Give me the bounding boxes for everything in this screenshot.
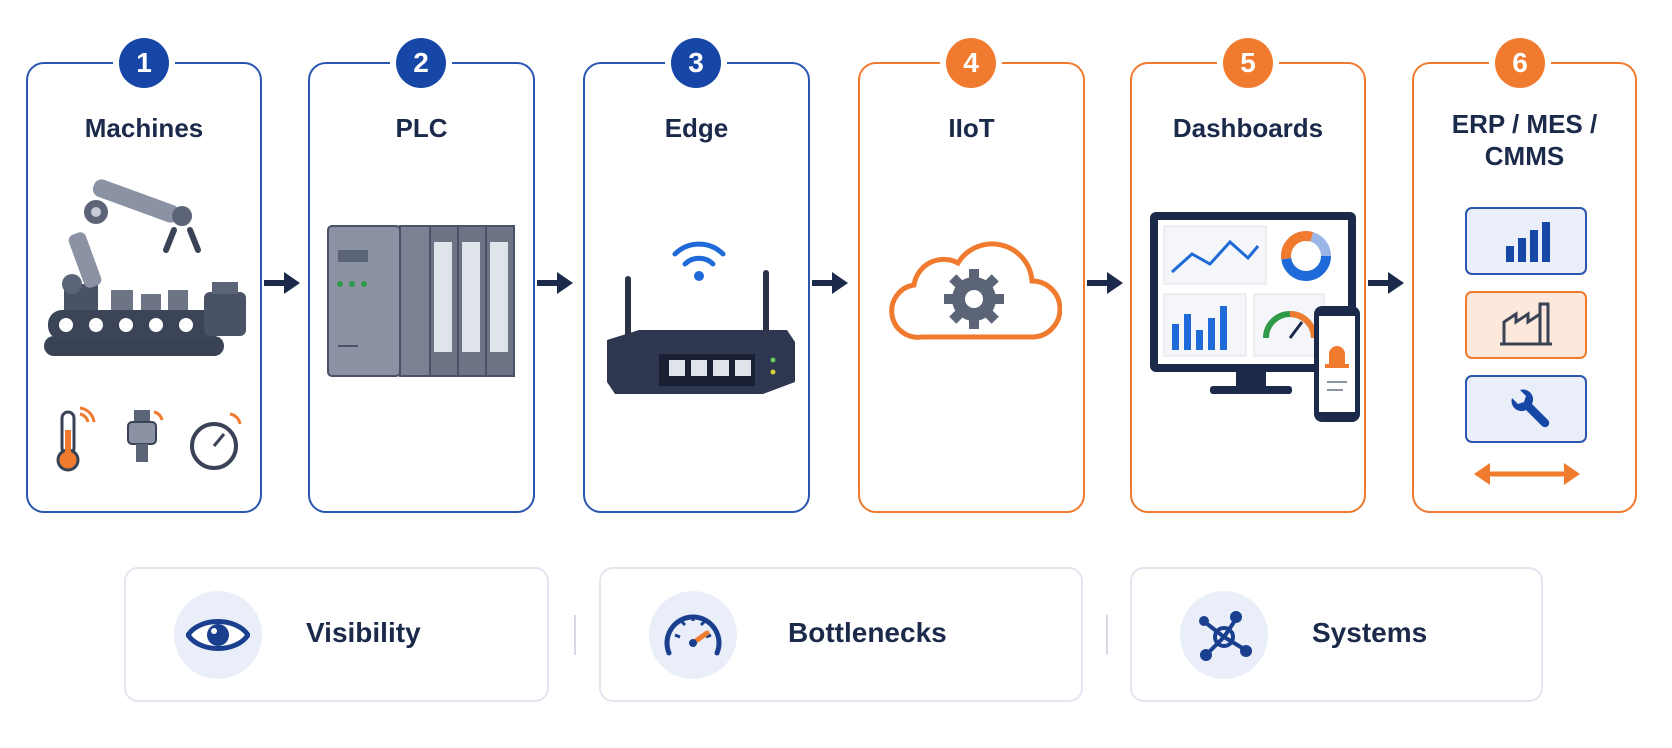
gauge-icon: [649, 591, 737, 679]
step-badge: 2: [396, 38, 446, 88]
wifi-icon: [672, 241, 726, 281]
step-badge: 5: [1223, 38, 1273, 88]
step-title: Machines: [84, 113, 204, 143]
step-title: PLC: [395, 113, 448, 143]
arrow-right-icon: [537, 272, 573, 294]
arrow-right-icon: [1087, 272, 1123, 294]
benefit-card-bottlenecks: Bottlenecks: [599, 567, 1083, 702]
mes-factory-tile-icon: [1465, 291, 1587, 359]
step-title: IIoT: [948, 113, 995, 143]
benefit-card-visibility: Visibility: [124, 567, 549, 702]
step-title: Dashboards: [1172, 113, 1324, 143]
erp-chart-tile-icon: [1465, 207, 1587, 275]
divider: [1106, 615, 1108, 655]
step-title: Edge: [664, 113, 729, 143]
step-card-edge: Edge: [583, 62, 810, 513]
step-card-machines: Machines: [26, 62, 262, 513]
edge-router-icon: [607, 270, 795, 394]
divider: [574, 615, 576, 655]
benefit-label: Bottlenecks: [788, 617, 947, 648]
robot-arm-conveyor-icon: [44, 179, 246, 356]
bidirectional-arrow-icon: [1474, 463, 1580, 485]
step-badge: 4: [946, 38, 996, 88]
thermometer-sensor-icon: [56, 406, 96, 472]
pressure-sensor-icon: [127, 410, 164, 462]
arrow-right-icon: [812, 272, 848, 294]
step-badge: 6: [1495, 38, 1545, 88]
step-badge: 1: [119, 38, 169, 88]
cloud-gear-icon: [889, 241, 1062, 340]
eye-icon: [174, 591, 262, 679]
step-card-plc: PLC: [308, 62, 535, 513]
benefit-label: Visibility: [306, 617, 421, 648]
network-icon: [1180, 591, 1268, 679]
step-title: ERP / MES / CMMS: [1451, 109, 1598, 171]
benefit-card-systems: Systems: [1130, 567, 1543, 702]
plc-rack-icon: [327, 225, 515, 377]
step-card-iiot: IIoT: [858, 62, 1085, 513]
arrow-right-icon: [1368, 272, 1404, 294]
step-card-dashboards: Dashboards: [1130, 62, 1366, 513]
gauge-sensor-icon: [190, 412, 242, 470]
monitor-dashboard-icon: [1150, 212, 1360, 422]
step-card-erp-mes-cmms: ERP / MES / CMMS: [1412, 62, 1637, 513]
cmms-wrench-tile-icon: [1465, 375, 1587, 443]
step-badge: 3: [671, 38, 721, 88]
arrow-right-icon: [264, 272, 300, 294]
benefit-label: Systems: [1312, 617, 1428, 648]
